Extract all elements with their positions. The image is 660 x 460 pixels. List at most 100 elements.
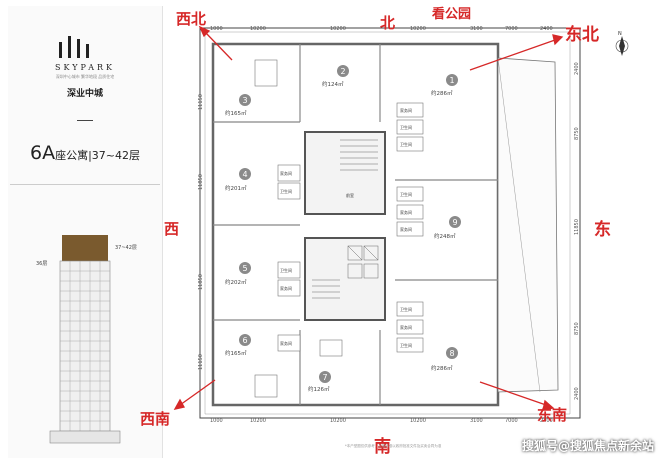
room-label: 卫生间 — [280, 267, 292, 273]
room-label: 卫生间 — [400, 124, 412, 130]
dim-label: 11850 — [574, 219, 580, 235]
unit-area: 约202㎡ — [225, 278, 247, 286]
footnote: *本户型图仅供参考，交楼标准以政府批准文件及买卖合同为准 — [345, 444, 442, 448]
unit-3: 3 约165㎡ — [225, 94, 251, 117]
room-label: 卫生间 — [400, 191, 412, 197]
unit-badge — [239, 262, 251, 274]
unit-area: 约201㎡ — [225, 184, 247, 192]
brand-subtitle: 深圳中心城市 繁华地段 品质住宅 — [55, 74, 115, 79]
unit-badge — [337, 65, 349, 77]
divider — [77, 120, 93, 121]
divider — [10, 184, 160, 185]
building-floors: 37~42层 — [91, 149, 141, 162]
core-north — [304, 131, 386, 215]
unit-number: 8 — [449, 349, 454, 358]
dim-label: 11150 — [198, 94, 204, 110]
room-label: 卫生间 — [400, 306, 412, 312]
dim-label: 10200 — [250, 418, 266, 424]
lobby-label: 前室 — [346, 192, 354, 198]
room-label: 卫生间 — [280, 188, 292, 194]
brand-name: SKYPARK — [55, 63, 115, 72]
unit-badge — [446, 347, 458, 359]
dim-label: 10200 — [250, 26, 266, 32]
room-label: 卫生间 — [400, 141, 412, 147]
unit-number: 4 — [242, 170, 247, 179]
dim-bottom: 1000 10200 10200 10200 3100 7000 2400 — [210, 418, 553, 424]
label-northeast: 东北 — [565, 25, 599, 45]
unit-area: 约286㎡ — [431, 89, 453, 97]
unit-badge — [239, 168, 251, 180]
project-name: 深业中城 — [66, 89, 103, 99]
dim-label: 7000 — [505, 26, 518, 32]
separator: | — [88, 149, 92, 162]
dim-left: 11150 11850 11850 11150 — [198, 94, 204, 370]
unit-number: 6 — [242, 336, 247, 345]
dim-label: 10200 — [410, 26, 426, 32]
room-label: 家务间 — [400, 324, 412, 330]
unit-1: 1 约286㎡ — [431, 74, 458, 97]
label-southeast: 东南 — [537, 406, 568, 424]
dim-label: 2400 — [574, 387, 580, 400]
dim-top: 1000 10200 10200 10200 3100 7000 2400 — [210, 26, 553, 32]
dim-label: 2400 — [540, 26, 553, 32]
unit-badge — [239, 334, 251, 346]
dim-label: 11150 — [198, 354, 204, 370]
room-label: 家务间 — [280, 170, 292, 176]
label-view-park: 看公园 — [432, 7, 472, 22]
room-label: 家务间 — [280, 285, 292, 291]
unit-number: 9 — [452, 218, 457, 227]
stair-lines — [312, 139, 379, 299]
dim-label: 10200 — [330, 26, 346, 32]
unit-2: 2 约124㎡ — [322, 65, 349, 88]
arrow-southwest-icon — [179, 379, 216, 406]
highlighted-floors — [62, 235, 108, 261]
arrow-head — [552, 34, 564, 46]
dim-label: 3100 — [470, 26, 483, 32]
arrow-northeast-icon — [469, 39, 556, 71]
room-label: 家务间 — [400, 107, 412, 113]
unit-area: 约248㎡ — [434, 232, 456, 240]
unit-4: 4 约201㎡ — [225, 168, 251, 192]
dim-label: 7000 — [505, 418, 518, 424]
room-label: 卫生间 — [400, 342, 412, 348]
dimension-lines — [204, 31, 571, 415]
building-title: 6A座公寓|37~42层 — [8, 142, 162, 164]
arrow-head — [198, 25, 211, 38]
unit-area: 约126㎡ — [308, 385, 330, 393]
compass-icon: N — [615, 31, 629, 56]
terrace-line — [497, 57, 541, 393]
unit-6: 6 约165㎡ — [225, 334, 251, 357]
dim-label: 1000 — [210, 26, 223, 32]
dim-label: 8750 — [574, 127, 580, 140]
building-type: 座公寓 — [55, 149, 89, 162]
floor-label-low: 36层 — [36, 261, 47, 267]
label-south: 南 — [374, 437, 391, 457]
dim-label: 2400 — [574, 62, 580, 75]
unit-5: 5 约202㎡ — [225, 262, 251, 286]
unit-badge — [319, 371, 331, 383]
building-code: 6A — [29, 142, 56, 164]
terrace — [497, 57, 559, 393]
dim-label: 11850 — [198, 174, 204, 190]
unit-number: 7 — [322, 373, 327, 382]
unit-9: 9 约248㎡ — [434, 216, 461, 240]
unit-number: 5 — [242, 264, 247, 273]
dim-label: 10200 — [330, 418, 346, 424]
label-west: 西 — [164, 220, 180, 238]
unit-area: 约165㎡ — [225, 109, 247, 117]
dim-label: 11850 — [198, 274, 204, 290]
unit-7: 7 约126㎡ — [308, 371, 331, 393]
unit-badge — [449, 216, 461, 228]
room-label: 家务间 — [400, 209, 412, 215]
room-label: 家务间 — [280, 340, 292, 346]
direction-arrows — [173, 25, 564, 411]
floor-plan: 1000 10200 10200 10200 3100 7000 2400 10… — [173, 25, 629, 424]
core-south — [304, 237, 386, 321]
arrow-head — [173, 398, 186, 410]
unit-area: 约286㎡ — [431, 364, 453, 372]
arrow-head — [542, 399, 555, 411]
service-rooms — [254, 59, 424, 398]
dim-label: 8750 — [574, 322, 580, 335]
room-labels: 家务间 卫生间 卫生间 家务间 家务间 家务间 卫生间 卫生间 卫生间 家务间 … — [280, 107, 412, 348]
label-southwest: 西南 — [140, 410, 171, 428]
